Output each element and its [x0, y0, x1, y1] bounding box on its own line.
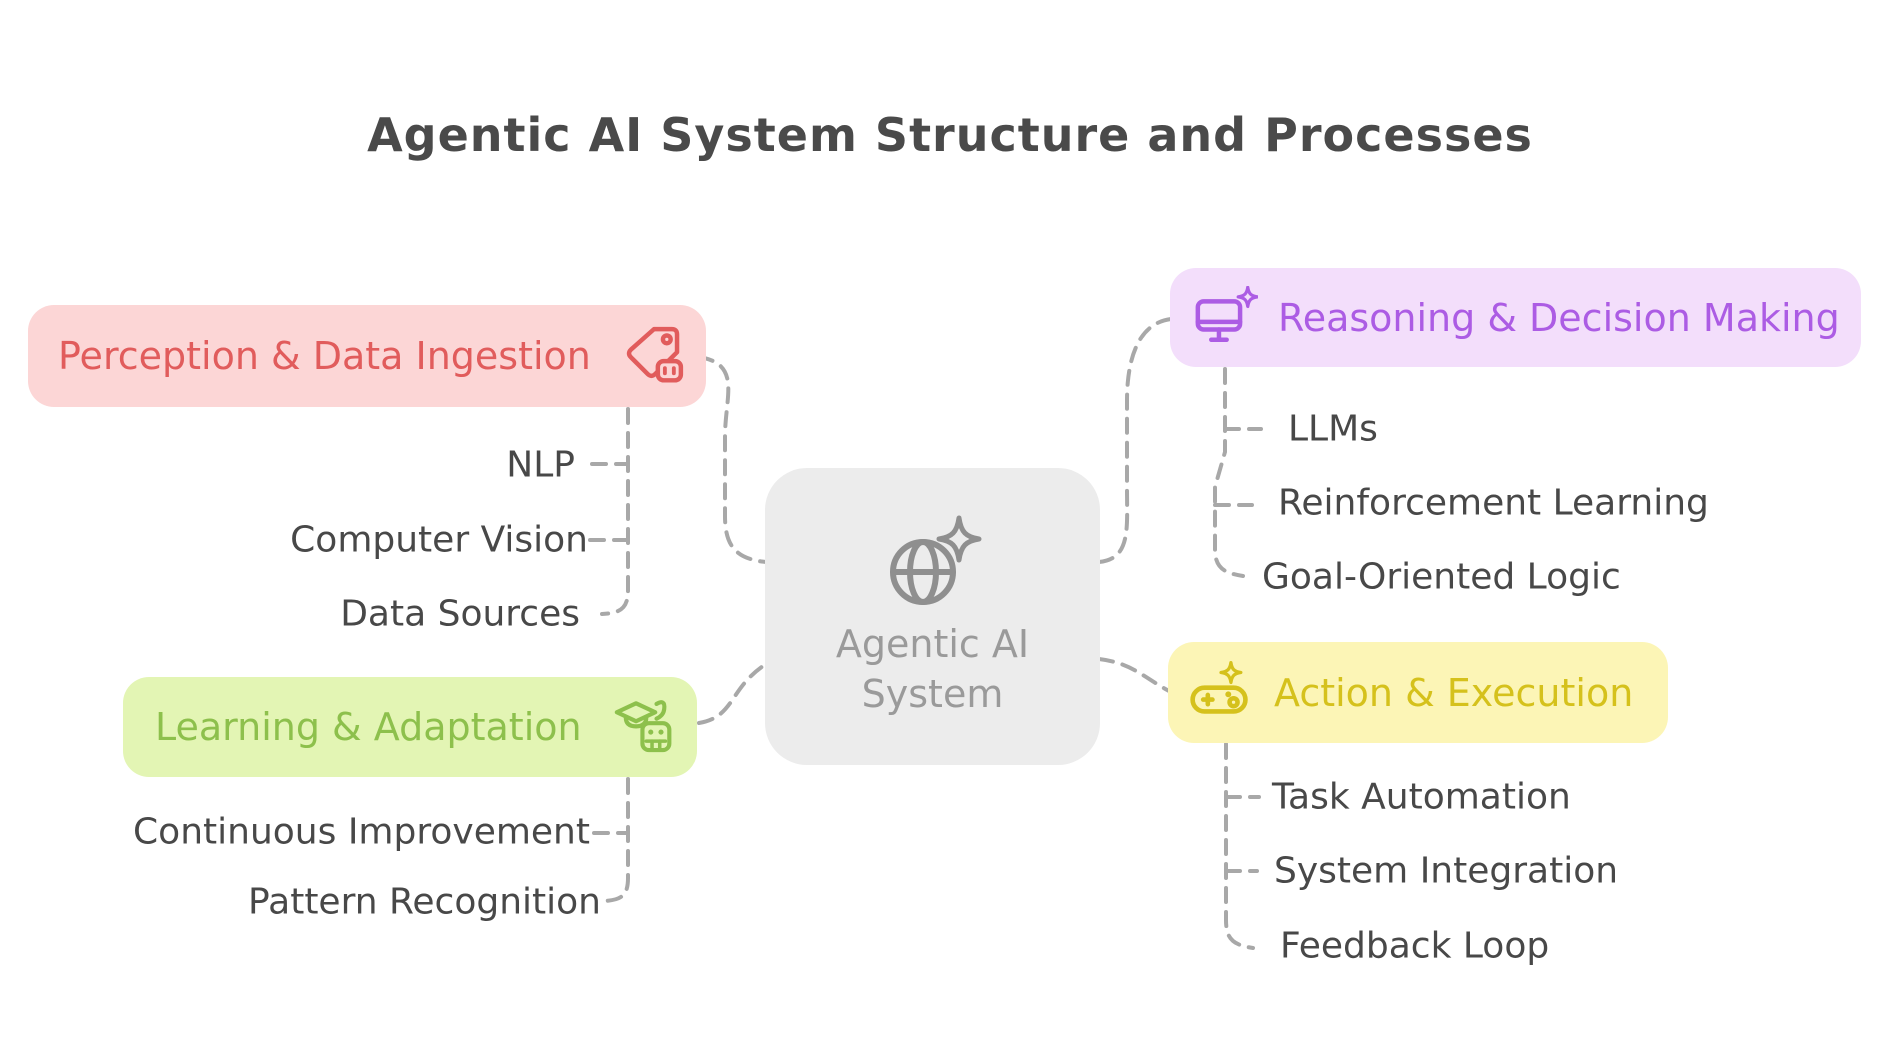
node-perception-label: Perception & Data Ingestion	[58, 334, 591, 378]
sub-label-nlp: NLP	[506, 444, 575, 486]
node-action-execution: Action & Execution	[1168, 642, 1668, 743]
globe-sparkle-icon	[889, 515, 981, 606]
sub-label-task-automation: Task Automation	[1272, 776, 1571, 818]
connector-perception-center	[697, 355, 768, 564]
monitor-sparkle-icon	[1195, 285, 1258, 342]
trunk-action-children	[1224, 742, 1255, 950]
sub-label-computer-vision: Computer Vision	[290, 519, 588, 561]
connector-center-reasoning	[1097, 317, 1173, 564]
trunk-learning-children	[602, 777, 630, 903]
diagram-title: Agentic AI System Structure and Processe…	[367, 108, 1533, 162]
sub-label-llms: LLMs	[1288, 408, 1378, 450]
sub-label-feedback-loop: Feedback Loop	[1280, 925, 1550, 967]
node-action-label: Action & Execution	[1274, 670, 1634, 715]
trunk-reasoning-children	[1213, 367, 1245, 578]
center-node-label-line1: Agentic AI	[835, 622, 1030, 667]
sub-label-continuous-improvement: Continuous Improvement	[133, 811, 590, 853]
sub-label-pattern-recognition: Pattern Recognition	[248, 881, 601, 923]
node-reasoning-label: Reasoning & Decision Making	[1278, 295, 1840, 340]
robot-tag-icon	[626, 326, 684, 383]
trunk-perception-children	[600, 407, 630, 616]
center-node-label-line2: System	[861, 671, 1004, 716]
center-node-agentic-ai-system: Agentic AI System	[765, 468, 1100, 765]
connector-learning-center	[697, 662, 768, 725]
sub-label-reinforcement-learning: Reinforcement Learning	[1278, 482, 1709, 524]
gamepad-sparkle-icon	[1190, 660, 1248, 714]
node-learning-label: Learning & Adaptation	[155, 705, 582, 749]
sub-label-system-integration: System Integration	[1274, 850, 1619, 892]
sub-label-data-sources: Data Sources	[340, 593, 580, 635]
node-perception-data-ingestion: Perception & Data Ingestion	[28, 305, 706, 407]
graduation-cap-robot-icon	[614, 700, 672, 753]
node-reasoning-decision-making: Reasoning & Decision Making	[1170, 268, 1861, 367]
connector-center-action	[1097, 657, 1171, 693]
node-learning-adaptation: Learning & Adaptation	[123, 677, 697, 777]
sub-label-goal-oriented-logic: Goal-Oriented Logic	[1262, 556, 1621, 598]
